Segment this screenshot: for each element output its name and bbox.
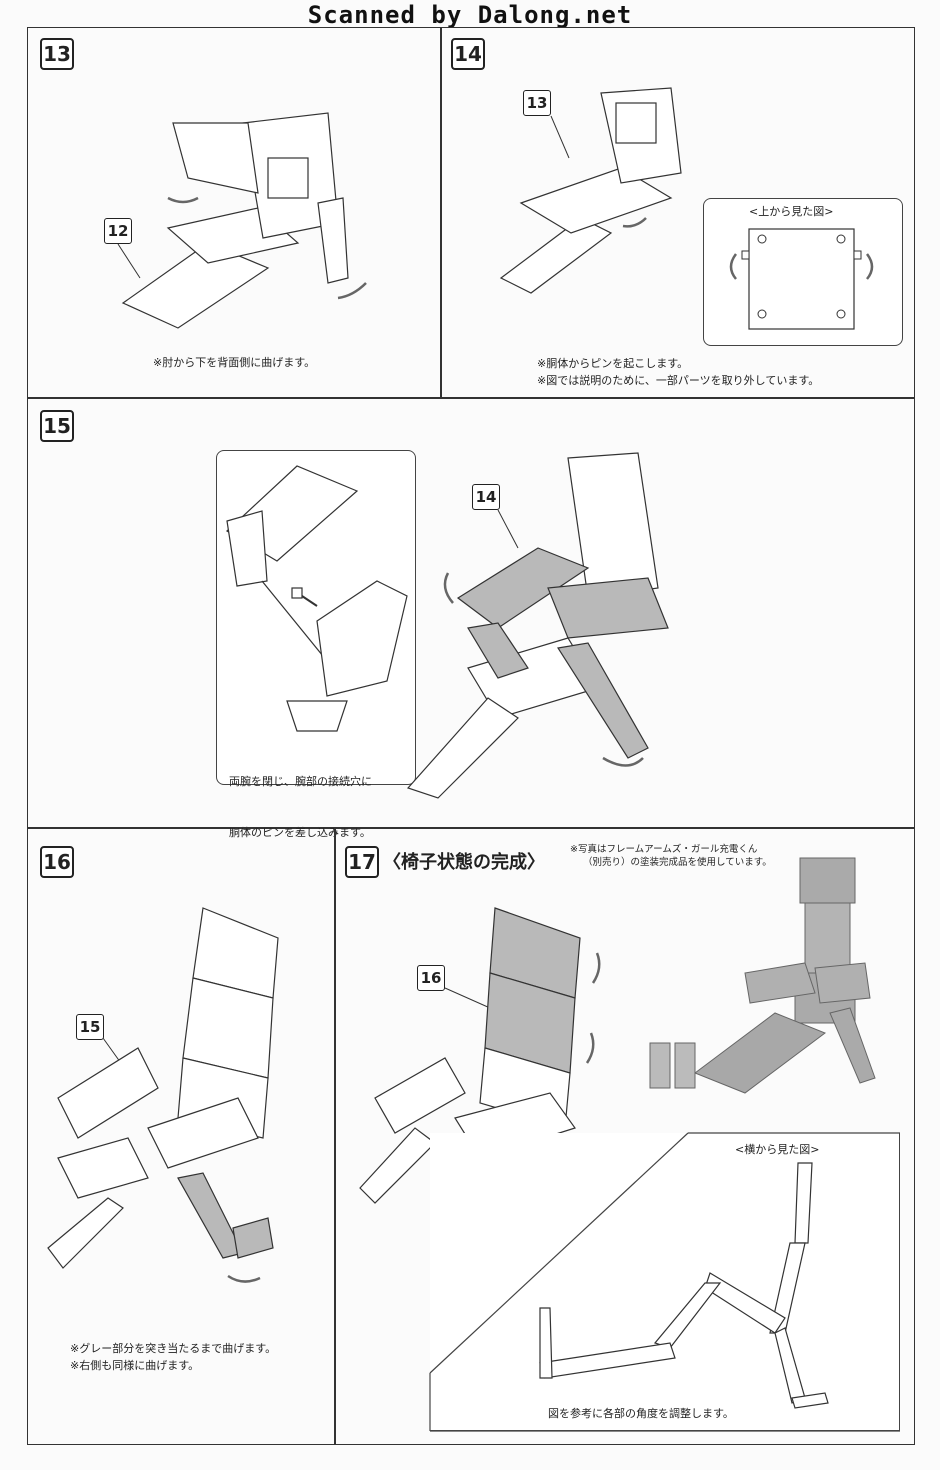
step-number-15: 15 [40, 410, 74, 442]
pin-detail-diagram [226, 465, 408, 732]
step-16-illustration [47, 907, 279, 1283]
pin-detail-caption-1: 両腕を閉じ、腕部の接続穴に [229, 775, 372, 788]
step-13-panel: 13 12 ※肘から下を背面側に曲げます。 [27, 27, 442, 399]
step-16-note-1: ※グレー部分を突き当たるまで曲げます。 [70, 1342, 277, 1355]
step-number-17: 17 [345, 846, 379, 878]
part-callout-16: 16 [417, 965, 445, 991]
photo-note-2: （別売り）の塗装完成品を使用しています。 [583, 857, 772, 868]
step-13-illustration [117, 112, 367, 329]
side-view-label: <横から見た図> [732, 1141, 823, 1157]
step-number-16: 16 [40, 846, 74, 878]
part-callout-12: 12 [104, 218, 132, 244]
top-view-diagram [729, 228, 874, 330]
step-14-panel: 14 13 <上から見た図> ※胴体からピンを起こします。 ※図では説明のために… [440, 27, 915, 399]
step-15-illustration [406, 452, 669, 799]
part-callout-13: 13 [523, 90, 551, 116]
scan-credit: Scanned by Dalong.net [307, 1, 633, 29]
side-view-diagram [539, 1162, 829, 1409]
step-17-illustration [359, 907, 601, 1204]
top-view-label: <上から見た図> [746, 203, 837, 219]
step-13-note: ※肘から下を背面側に曲げます。 [153, 356, 316, 369]
finished-chair-photo [649, 857, 876, 1094]
step-16-panel: 16 15 ※グレー部分を突き当たるまで曲げます。 ※右側も同様に曲げます。 [27, 827, 336, 1445]
step-14-note-1: ※胴体からピンを起こします。 [537, 357, 689, 370]
step-15-panel: 15 両腕を閉じ、腕部の接続穴に 胴体のピンを差し込みます。 14 [27, 397, 915, 839]
part-callout-14: 14 [472, 484, 500, 510]
step-17-title: 〈椅子状態の完成〉 [383, 852, 545, 873]
step-16-note-2: ※右側も同様に曲げます。 [70, 1359, 200, 1372]
side-view-frame-diagonal [429, 1132, 900, 1432]
photo-note-1: ※写真はフレームアームズ・ガール充電くん [570, 844, 758, 855]
part-callout-15: 15 [76, 1014, 104, 1040]
step-number-14: 14 [451, 38, 485, 70]
step-14-illustration [499, 87, 682, 294]
pin-detail-inset: 両腕を閉じ、腕部の接続穴に 胴体のピンを差し込みます。 [216, 450, 416, 839]
step-14-note-2: ※図では説明のために、一部パーツを取り外しています。 [537, 374, 820, 387]
side-view-caption: 図を参考に各部の角度を調整します。 [548, 1407, 734, 1420]
side-view-inset: <横から見た図> 図を参考に各部の角度を調整します。 [429, 1132, 900, 1432]
step-17-panel: 17 〈椅子状態の完成〉 ※写真はフレームアームズ・ガール充電くん （別売り）の… [334, 827, 915, 1445]
step-number-13: 13 [40, 38, 74, 70]
top-view-inset: <上から見た図> [703, 198, 903, 346]
